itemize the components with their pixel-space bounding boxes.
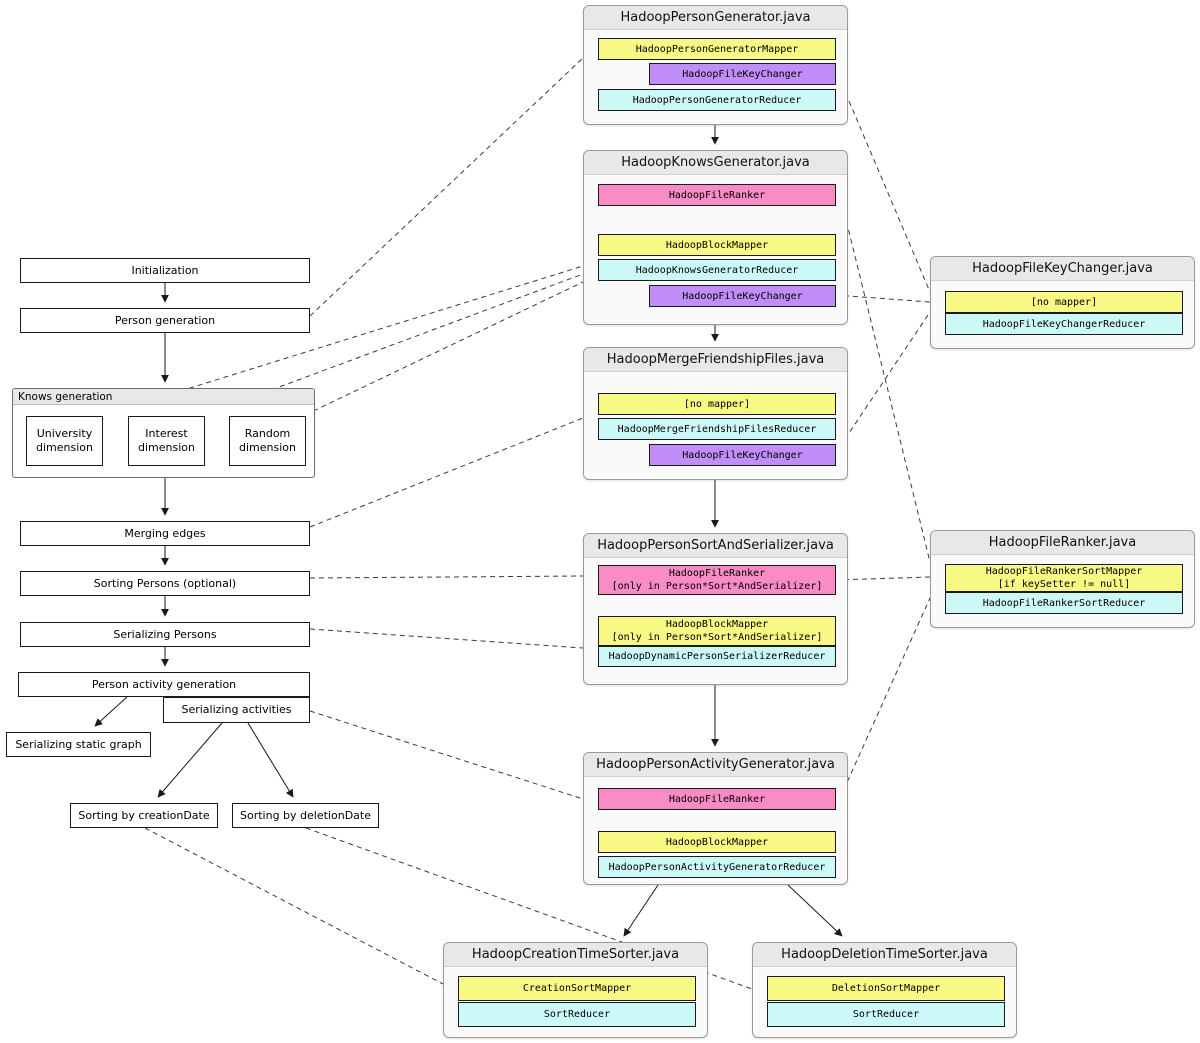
assoc-persongeneration-persongenerator bbox=[309, 57, 584, 317]
node-university-dimension: University dimension bbox=[26, 416, 103, 466]
edge-activities-creation-sort bbox=[157, 722, 223, 798]
assoc-keychanger2-keychangerjava bbox=[834, 294, 931, 303]
node-person-generation: Person generation bbox=[20, 308, 310, 333]
assoc-random-knowsgenerator bbox=[304, 281, 584, 416]
node-sorting-persons: Sorting Persons (optional) bbox=[20, 571, 310, 596]
container-knows-generator-title: HadoopKnowsGenerator.java bbox=[584, 151, 847, 175]
container-person-activity-generator: HadoopPersonActivityGenerator.java Hadoo… bbox=[583, 752, 848, 885]
edge-activitygenerator-creationsorter bbox=[623, 884, 659, 937]
knows-generation-group: Knows generation University dimension In… bbox=[12, 388, 315, 478]
merge-files-keychanger-box: HadoopFileKeyChanger bbox=[649, 444, 836, 466]
edge-activity-static-graph bbox=[94, 696, 128, 727]
assoc-deletionsort-deletionsorter bbox=[305, 827, 753, 990]
node-serializing-static-graph: Serializing static graph bbox=[6, 732, 151, 757]
merge-files-reducer-box: HadoopMergeFriendshipFilesReducer bbox=[598, 418, 836, 440]
creation-sorter-mapper-box: CreationSortMapper bbox=[458, 976, 696, 1001]
container-merge-friendship-files: HadoopMergeFriendshipFiles.java [no mapp… bbox=[583, 347, 848, 480]
activity-generator-ranker-box: HadoopFileRanker bbox=[598, 788, 836, 810]
assoc-keychanger3-keychangerjava bbox=[834, 311, 931, 455]
node-initialization: Initialization bbox=[20, 258, 310, 283]
person-sort-ranker-box: HadoopFileRanker [only in Person*Sort*An… bbox=[598, 565, 836, 595]
container-knows-generator: HadoopKnowsGenerator.java HadoopFileRank… bbox=[583, 150, 848, 325]
knows-generator-mapper-box: HadoopBlockMapper bbox=[598, 234, 836, 256]
assoc-serializingpersons-personsort bbox=[309, 628, 584, 649]
flow-edges bbox=[94, 125, 843, 937]
node-person-activity-generation: Person activity generation bbox=[18, 672, 310, 697]
container-merge-friendship-files-title: HadoopMergeFriendshipFiles.java bbox=[584, 348, 847, 372]
node-merging-edges: Merging edges bbox=[20, 521, 310, 546]
node-sorting-by-deletion-date: Sorting by deletionDate bbox=[232, 803, 379, 828]
edge-activitygenerator-deletionsorter bbox=[787, 884, 843, 937]
container-file-key-changer: HadoopFileKeyChanger.java [no mapper] Ha… bbox=[930, 256, 1195, 349]
deletion-sorter-mapper-box: DeletionSortMapper bbox=[767, 976, 1005, 1001]
assoc-serializingactivities-activitygenerator bbox=[309, 710, 584, 800]
container-deletion-time-sorter: HadoopDeletionTimeSorter.java DeletionSo… bbox=[752, 942, 1017, 1038]
edge-activities-deletion-sort bbox=[247, 722, 294, 798]
container-person-sort-title: HadoopPersonSortAndSerializer.java bbox=[584, 534, 847, 558]
creation-sorter-reducer-box: SortReducer bbox=[458, 1002, 696, 1027]
assoc-sorting-personsort bbox=[309, 575, 584, 579]
file-ranker-mapper-box: HadoopFileRankerSortMapper [if keySetter… bbox=[945, 564, 1183, 592]
container-creation-time-sorter: HadoopCreationTimeSorter.java CreationSo… bbox=[443, 942, 708, 1038]
activity-generator-mapper-box: HadoopBlockMapper bbox=[598, 831, 836, 853]
node-serializing-activities: Serializing activities bbox=[163, 697, 310, 723]
container-person-sort-and-serializer: HadoopPersonSortAndSerializer.java Hadoo… bbox=[583, 533, 848, 685]
assoc-ranker3-rankerjava bbox=[839, 597, 931, 799]
knows-generator-ranker-box: HadoopFileRanker bbox=[598, 184, 836, 206]
knows-generator-reducer-box: HadoopKnowsGeneratorReducer bbox=[598, 259, 836, 281]
container-person-activity-generator-title: HadoopPersonActivityGenerator.java bbox=[584, 753, 847, 777]
node-interest-dimension: Interest dimension bbox=[128, 416, 205, 466]
container-deletion-time-sorter-title: HadoopDeletionTimeSorter.java bbox=[753, 943, 1016, 967]
container-file-ranker-title: HadoopFileRanker.java bbox=[931, 531, 1194, 555]
person-sort-reducer-box: HadoopDynamicPersonSerializerReducer bbox=[598, 646, 836, 667]
merge-files-mapper-box: [no mapper] bbox=[598, 393, 836, 415]
person-generator-keychanger-box: HadoopFileKeyChanger bbox=[649, 63, 836, 85]
knows-generator-keychanger-box: HadoopFileKeyChanger bbox=[649, 285, 836, 307]
container-person-generator: HadoopPersonGenerator.java HadoopPersonG… bbox=[583, 5, 848, 125]
file-ranker-reducer-box: HadoopFileRankerSortReducer bbox=[945, 592, 1183, 614]
person-generator-reducer-box: HadoopPersonGeneratorReducer bbox=[598, 89, 836, 111]
file-key-changer-mapper-box: [no mapper] bbox=[945, 291, 1183, 313]
knows-generation-label: Knows generation bbox=[13, 389, 314, 405]
container-file-key-changer-title: HadoopFileKeyChanger.java bbox=[931, 257, 1194, 281]
container-creation-time-sorter-title: HadoopCreationTimeSorter.java bbox=[444, 943, 707, 967]
container-person-generator-title: HadoopPersonGenerator.java bbox=[584, 6, 847, 30]
person-generator-mapper-box: HadoopPersonGeneratorMapper bbox=[598, 38, 836, 60]
container-file-ranker: HadoopFileRanker.java HadoopFileRankerSo… bbox=[930, 530, 1195, 628]
node-random-dimension: Random dimension bbox=[229, 416, 306, 466]
node-sorting-by-creation-date: Sorting by creationDate bbox=[70, 803, 218, 828]
association-edges bbox=[102, 57, 931, 990]
assoc-ranker2-rankerjava bbox=[834, 576, 931, 581]
person-sort-mapper-box: HadoopBlockMapper [only in Person*Sort*A… bbox=[598, 616, 836, 646]
assoc-merging-mergefiles bbox=[309, 417, 584, 528]
node-serializing-persons: Serializing Persons bbox=[20, 622, 310, 647]
assoc-keychanger1-keychangerjava bbox=[834, 67, 931, 293]
file-key-changer-reducer-box: HadoopFileKeyChangerReducer bbox=[945, 313, 1183, 335]
activity-generator-reducer-box: HadoopPersonActivityGeneratorReducer bbox=[598, 856, 836, 878]
assoc-creationsort-creationsorter bbox=[144, 827, 444, 985]
deletion-sorter-reducer-box: SortReducer bbox=[767, 1002, 1005, 1027]
